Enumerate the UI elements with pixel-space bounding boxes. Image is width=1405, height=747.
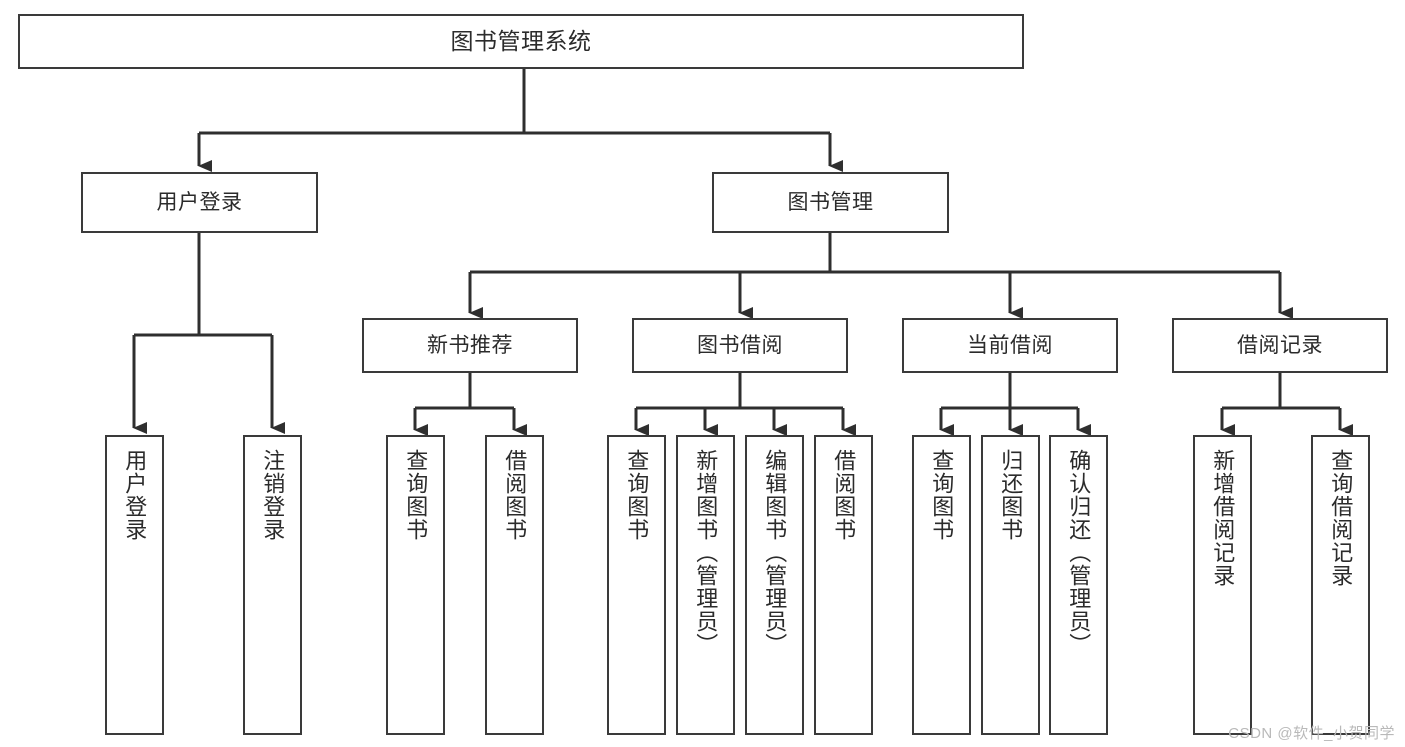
- node-leaf-query-book-2[interactable]: 查询图书: [607, 435, 666, 735]
- node-book-borrow-label: 图书借阅: [697, 333, 783, 357]
- node-leaf-add-record[interactable]: 新增借阅记录: [1193, 435, 1252, 735]
- node-leaf-user-login[interactable]: 用户登录: [105, 435, 164, 735]
- node-leaf-query-book-3-label: 查询图书: [929, 449, 955, 541]
- node-leaf-return-book-label: 归还图书: [998, 449, 1024, 541]
- node-leaf-query-record[interactable]: 查询借阅记录: [1311, 435, 1370, 735]
- node-book-manage-label: 图书管理: [787, 190, 874, 214]
- node-book-borrow[interactable]: 图书借阅: [632, 318, 848, 373]
- node-leaf-borrow-book-2-label: 借阅图书: [831, 449, 857, 541]
- node-root[interactable]: 图书管理系统: [18, 14, 1024, 69]
- node-user-login[interactable]: 用户登录: [81, 172, 318, 233]
- node-current-borrow[interactable]: 当前借阅: [902, 318, 1118, 373]
- node-leaf-logout[interactable]: 注销登录: [243, 435, 302, 735]
- node-leaf-query-book-2-label: 查询图书: [624, 449, 650, 541]
- node-leaf-query-book-3[interactable]: 查询图书: [912, 435, 971, 735]
- node-leaf-add-book-label: 新增图书（管理员）: [693, 449, 719, 656]
- node-leaf-edit-book-label: 编辑图书（管理员）: [762, 449, 788, 656]
- node-borrow-record[interactable]: 借阅记录: [1172, 318, 1388, 373]
- node-leaf-user-login-label: 用户登录: [122, 449, 148, 541]
- node-leaf-query-book-1[interactable]: 查询图书: [386, 435, 445, 735]
- node-leaf-query-record-label: 查询借阅记录: [1328, 449, 1354, 587]
- watermark-text: CSDN @软件_小贺同学: [1228, 725, 1395, 742]
- node-new-book-rec[interactable]: 新书推荐: [362, 318, 578, 373]
- node-leaf-add-record-label: 新增借阅记录: [1210, 449, 1236, 587]
- node-leaf-add-book[interactable]: 新增图书（管理员）: [676, 435, 735, 735]
- node-root-label: 图书管理系统: [450, 28, 592, 55]
- node-leaf-borrow-book-2[interactable]: 借阅图书: [814, 435, 873, 735]
- node-leaf-logout-label: 注销登录: [260, 449, 286, 541]
- node-borrow-record-label: 借阅记录: [1237, 333, 1323, 357]
- node-new-book-rec-label: 新书推荐: [427, 333, 513, 357]
- node-leaf-confirm-return[interactable]: 确认归还（管理员）: [1049, 435, 1108, 735]
- node-book-manage[interactable]: 图书管理: [712, 172, 949, 233]
- node-leaf-borrow-book-1[interactable]: 借阅图书: [485, 435, 544, 735]
- node-leaf-borrow-book-1-label: 借阅图书: [502, 449, 528, 541]
- node-leaf-query-book-1-label: 查询图书: [403, 449, 429, 541]
- node-leaf-edit-book[interactable]: 编辑图书（管理员）: [745, 435, 804, 735]
- node-current-borrow-label: 当前借阅: [967, 333, 1053, 357]
- node-user-login-label: 用户登录: [156, 190, 243, 214]
- node-leaf-return-book[interactable]: 归还图书: [981, 435, 1040, 735]
- node-leaf-confirm-return-label: 确认归还（管理员）: [1066, 449, 1092, 656]
